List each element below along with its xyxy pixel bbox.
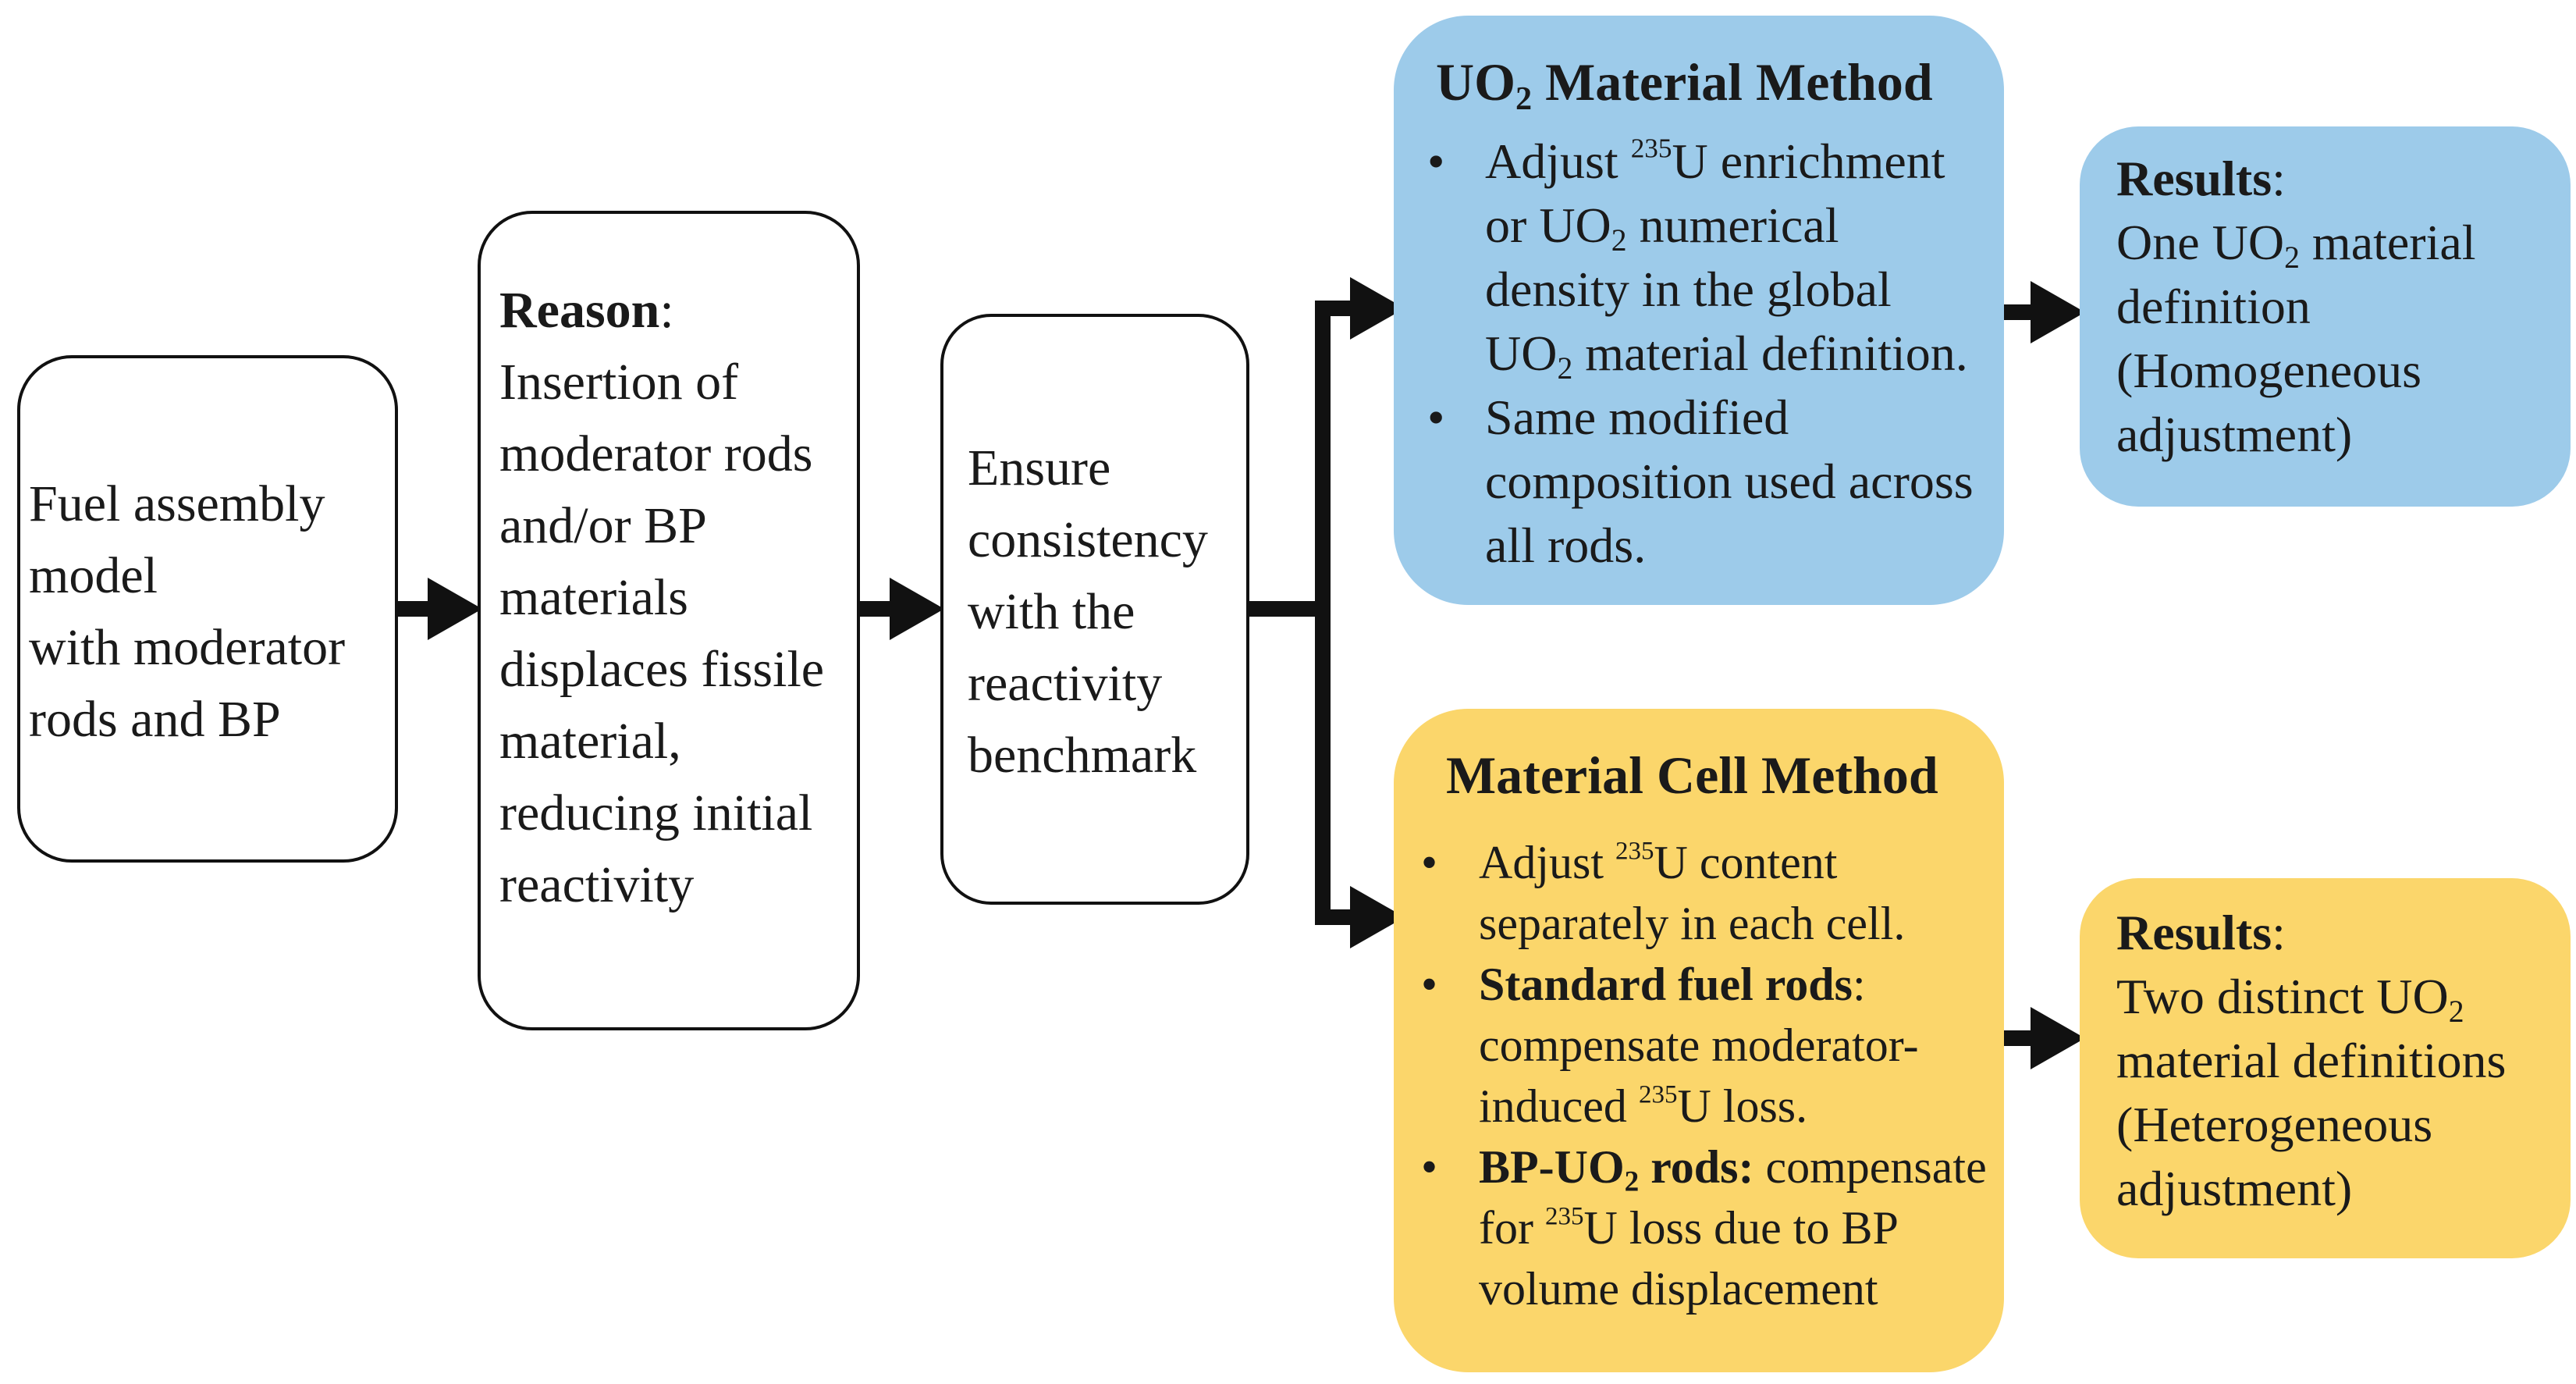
cell-b3-l2-sup: 235 [1544, 1202, 1584, 1231]
reason-heading-colon: : [659, 282, 674, 339]
uo2-b1-l1-sup: 235 [1630, 133, 1672, 164]
reason-line-3: and/or BP [499, 497, 707, 554]
uo2-b2-l2: composition used across [1485, 454, 1974, 509]
results-bottom-line-2: material definitions [2116, 1033, 2507, 1088]
cell-method-title: Material Cell Method [1446, 745, 1938, 805]
results-top-heading: Results: [2116, 147, 2286, 211]
results-top-l1-sub: 2 [2284, 240, 2300, 276]
cell-b3-l1-bold-pre: BP-UO [1479, 1141, 1625, 1193]
uo2-b1-l4-sub: 2 [1557, 351, 1573, 386]
fuel-assembly-line-1: Fuel assembly [29, 475, 325, 532]
results-bottom-heading-label: Results [2116, 905, 2272, 960]
fuel-assembly-line-3: with moderator [29, 619, 346, 676]
reason-line-1: Insertion of [499, 354, 739, 411]
uo2-b2-l1: Same modified [1485, 390, 1789, 445]
uo2-b1-l4-pre: UO [1485, 326, 1558, 381]
results-top-line-2: definition [2116, 279, 2311, 334]
ensure-line-1: Ensure [968, 439, 1111, 496]
cell-b2-l3-post: U loss. [1677, 1080, 1808, 1132]
results-top-l1-post: material [2299, 215, 2476, 270]
results-bottom-line-1: Two distinct UO2 [2116, 965, 2464, 1029]
cell-b2-l3-sup: 235 [1638, 1080, 1678, 1109]
cell-b1-l1-sup: 235 [1615, 837, 1654, 866]
uo2-b1-l3: density in the global [1485, 262, 1892, 317]
results-bottom-l1-pre: Two distinct UO [2116, 969, 2449, 1024]
uo2-b1-l2-pre: or UO [1485, 197, 1611, 253]
results-top-line-3: (Homogeneous [2116, 343, 2422, 398]
cell-bullet-1: Adjust 235U content separately in each c… [1418, 832, 1987, 954]
results-top-line-1: One UO2 material [2116, 211, 2476, 275]
results-bottom-line-3: (Heterogeneous [2116, 1097, 2433, 1152]
ensure-line-4: reactivity [968, 655, 1163, 712]
uo2-b1-l1-post: U enrichment [1672, 133, 1945, 189]
results-top-heading-label: Results [2116, 151, 2272, 206]
results-bottom-heading-colon: : [2272, 905, 2286, 960]
results-heterogeneous-box [2080, 878, 2571, 1258]
results-top-l1-pre: One UO [2116, 215, 2285, 270]
cell-b3-l1-bold-post: rods: [1639, 1141, 1754, 1193]
results-bottom-l1-sub: 2 [2448, 994, 2464, 1030]
cell-b3-l3: volume displacement [1479, 1263, 1878, 1315]
ensure-line-5: benchmark [968, 727, 1197, 784]
reason-box [478, 211, 860, 1030]
cell-method-bullets: Adjust 235U content separately in each c… [1418, 832, 1987, 1319]
reason-line-5: displaces fissile [499, 641, 825, 698]
uo2-method-title: UO2 Material Method [1436, 45, 1933, 119]
ensure-line-3: with the [968, 583, 1135, 640]
uo2-b1-l1-pre: Adjust [1485, 133, 1631, 189]
results-homogeneous-box [2080, 126, 2571, 507]
reason-line-6: material, [499, 713, 681, 770]
reason-line-2: moderator rods [499, 425, 813, 482]
fuel-assembly-line-2: model [29, 547, 158, 604]
uo2-title-pre: UO [1436, 52, 1515, 112]
fuel-assembly-box [17, 355, 398, 863]
cell-bullet-3: BP-UO2 rods: compensate for 235U loss du… [1418, 1137, 1987, 1319]
results-bottom-line-4: adjustment) [2116, 1161, 2353, 1216]
cell-b3-l1-post: compensate [1753, 1141, 1987, 1193]
results-top-line-4: adjustment) [2116, 407, 2353, 462]
cell-b1-l1-post: U content [1654, 837, 1838, 888]
cell-b2-l1-post: : [1853, 959, 1866, 1010]
cell-b2-l1-bold: Standard fuel rods [1479, 959, 1853, 1010]
cell-b2-l3-pre: induced [1479, 1080, 1639, 1132]
fuel-assembly-line-4: rods and BP [29, 691, 281, 748]
reason-heading-label: Reason [499, 282, 660, 339]
uo2-method-bullets: Adjust 235U enrichment or UO2 numerical … [1424, 130, 1974, 578]
cell-b3-l2-post: U loss due to BP [1583, 1202, 1899, 1254]
reason-line-7: reducing initial [499, 785, 813, 841]
uo2-title-post: Material Method [1532, 52, 1933, 112]
uo2-b1-l4-post: material definition. [1572, 326, 1968, 381]
uo2-b1-l2-post: numerical [1626, 197, 1839, 253]
cell-bullet-2: Standard fuel rods: compensate moderator… [1418, 954, 1987, 1137]
ensure-line-2: consistency [968, 511, 1208, 568]
uo2-bullet-1: Adjust 235U enrichment or UO2 numerical … [1424, 130, 1974, 386]
results-bottom-heading: Results: [2116, 901, 2286, 965]
uo2-bullet-2: Same modified composition used across al… [1424, 386, 1974, 578]
cell-b3-l1-bold-sub: 2 [1624, 1165, 1640, 1198]
cell-b2-l2: compensate moderator- [1479, 1019, 1919, 1071]
cell-b1-l1-pre: Adjust [1479, 837, 1616, 888]
uo2-b2-l3: all rods. [1485, 518, 1647, 573]
uo2-b1-l2-sub: 2 [1611, 223, 1627, 258]
ensure-consistency-box [940, 314, 1249, 905]
cell-b1-l2: separately in each cell. [1479, 898, 1906, 949]
reason-line-8: reactivity [499, 856, 695, 913]
reason-heading: Reason: [499, 275, 674, 347]
reason-line-4: materials [499, 569, 688, 626]
cell-b3-l2-pre: for [1479, 1202, 1545, 1254]
uo2-title-sub: 2 [1515, 80, 1533, 117]
results-top-heading-colon: : [2272, 151, 2286, 206]
